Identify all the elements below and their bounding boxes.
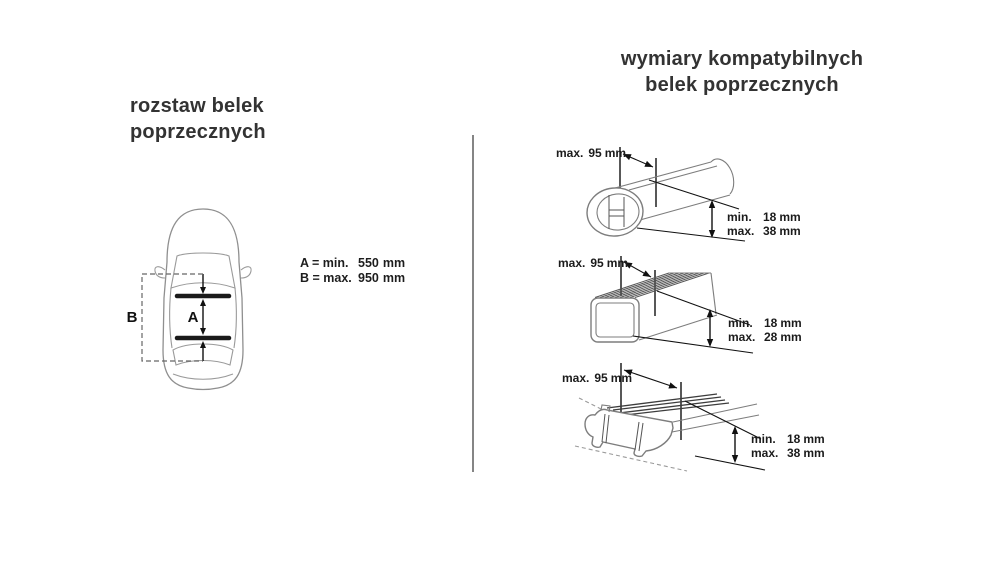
height-min-unit-3: mm (803, 432, 825, 446)
width-number-2: 95 (590, 256, 604, 270)
spacing-b-value: 950 (358, 271, 379, 285)
left-section-title: rozstaw belek poprzecznych (130, 93, 266, 145)
profile-diagram-oval-bar (586, 147, 746, 242)
car-body-outline (154, 208, 252, 391)
spacing-row-b: B = max. 950 mm (300, 271, 405, 286)
height-max-unit-2: mm (780, 329, 802, 344)
construction-dash-bottom (574, 445, 688, 472)
width-unit-1: mm (604, 146, 627, 160)
width-unit-2: mm (606, 256, 629, 270)
right-title-line1: wymiary kompatybilnych (620, 48, 864, 70)
height-max-label-2: max. (728, 329, 756, 344)
dimension-b-extent (141, 273, 203, 362)
height-min-label-2: min. (728, 316, 753, 330)
height-measure-arrows-2 (632, 290, 754, 354)
construction-dash-top (578, 397, 604, 411)
spacing-a-unit: mm (382, 256, 406, 270)
left-mirror (154, 266, 166, 279)
cross-bars (174, 293, 232, 341)
section-divider (472, 135, 474, 472)
right-mirror (240, 266, 252, 279)
width-label-1: max. (556, 146, 584, 160)
t-slot-rail (600, 404, 611, 413)
dimension-a-arrows (200, 274, 206, 361)
profile-diagram-rect-bar (590, 256, 754, 354)
height-max-number-2: 28 (764, 329, 778, 344)
car-top-view-diagram: A B (127, 208, 252, 391)
height-min-label-3: min. (751, 432, 776, 446)
spacing-b-unit: mm (382, 271, 406, 285)
height-measure-arrows-1 (636, 179, 746, 242)
height-min-number-3: 18 (787, 432, 801, 446)
height-min-number-1: 18 (763, 210, 777, 224)
height-min-number-2: 18 (764, 316, 778, 330)
spacing-row-a: A = min. 550 mm (300, 256, 405, 271)
right-section-title: wymiary kompatybilnych belek poprzecznyc… (592, 46, 892, 98)
width-unit-3: mm (610, 371, 633, 385)
rear-window (172, 343, 234, 366)
width-measure-arrows-3 (620, 363, 682, 440)
rect-bar-body (590, 272, 718, 343)
height-max-number-1: 38 (763, 223, 777, 238)
oval-bar-body (586, 158, 735, 237)
width-label-3: max. (562, 371, 590, 385)
right-title-line2: belek poprzecznych (645, 74, 839, 96)
profile-diagram-aero-bar (574, 363, 766, 472)
car-dimension-a-label: A (188, 309, 199, 326)
spacing-b-label: B = max. (300, 271, 352, 285)
car-dimension-b-label: B (127, 309, 138, 326)
spacing-a-label: A = min. (300, 256, 349, 270)
bar-spacing-table: A = min. 550 mm B = max. 950 mm (300, 256, 405, 286)
left-title-line1: rozstaw belek (130, 95, 264, 117)
height-min-unit-1: mm (779, 210, 801, 224)
windshield (170, 252, 236, 289)
height-max-number-3: 38 (787, 445, 801, 460)
width-number-3: 95 (594, 371, 608, 385)
width-label-2: max. (558, 256, 586, 270)
height-max-unit-1: mm (779, 223, 801, 238)
height-max-unit-3: mm (803, 445, 825, 460)
height-max-label-1: max. (727, 223, 755, 238)
height-measure-arrows-3 (684, 400, 766, 471)
aero-bar-body (584, 393, 760, 458)
spacing-a-value: 550 (358, 256, 379, 270)
height-min-unit-2: mm (780, 316, 802, 330)
height-min-label-1: min. (727, 210, 752, 224)
height-max-label-3: max. (751, 445, 779, 460)
left-title-line2: poprzecznych (130, 121, 266, 143)
width-number-1: 95 (588, 146, 602, 160)
